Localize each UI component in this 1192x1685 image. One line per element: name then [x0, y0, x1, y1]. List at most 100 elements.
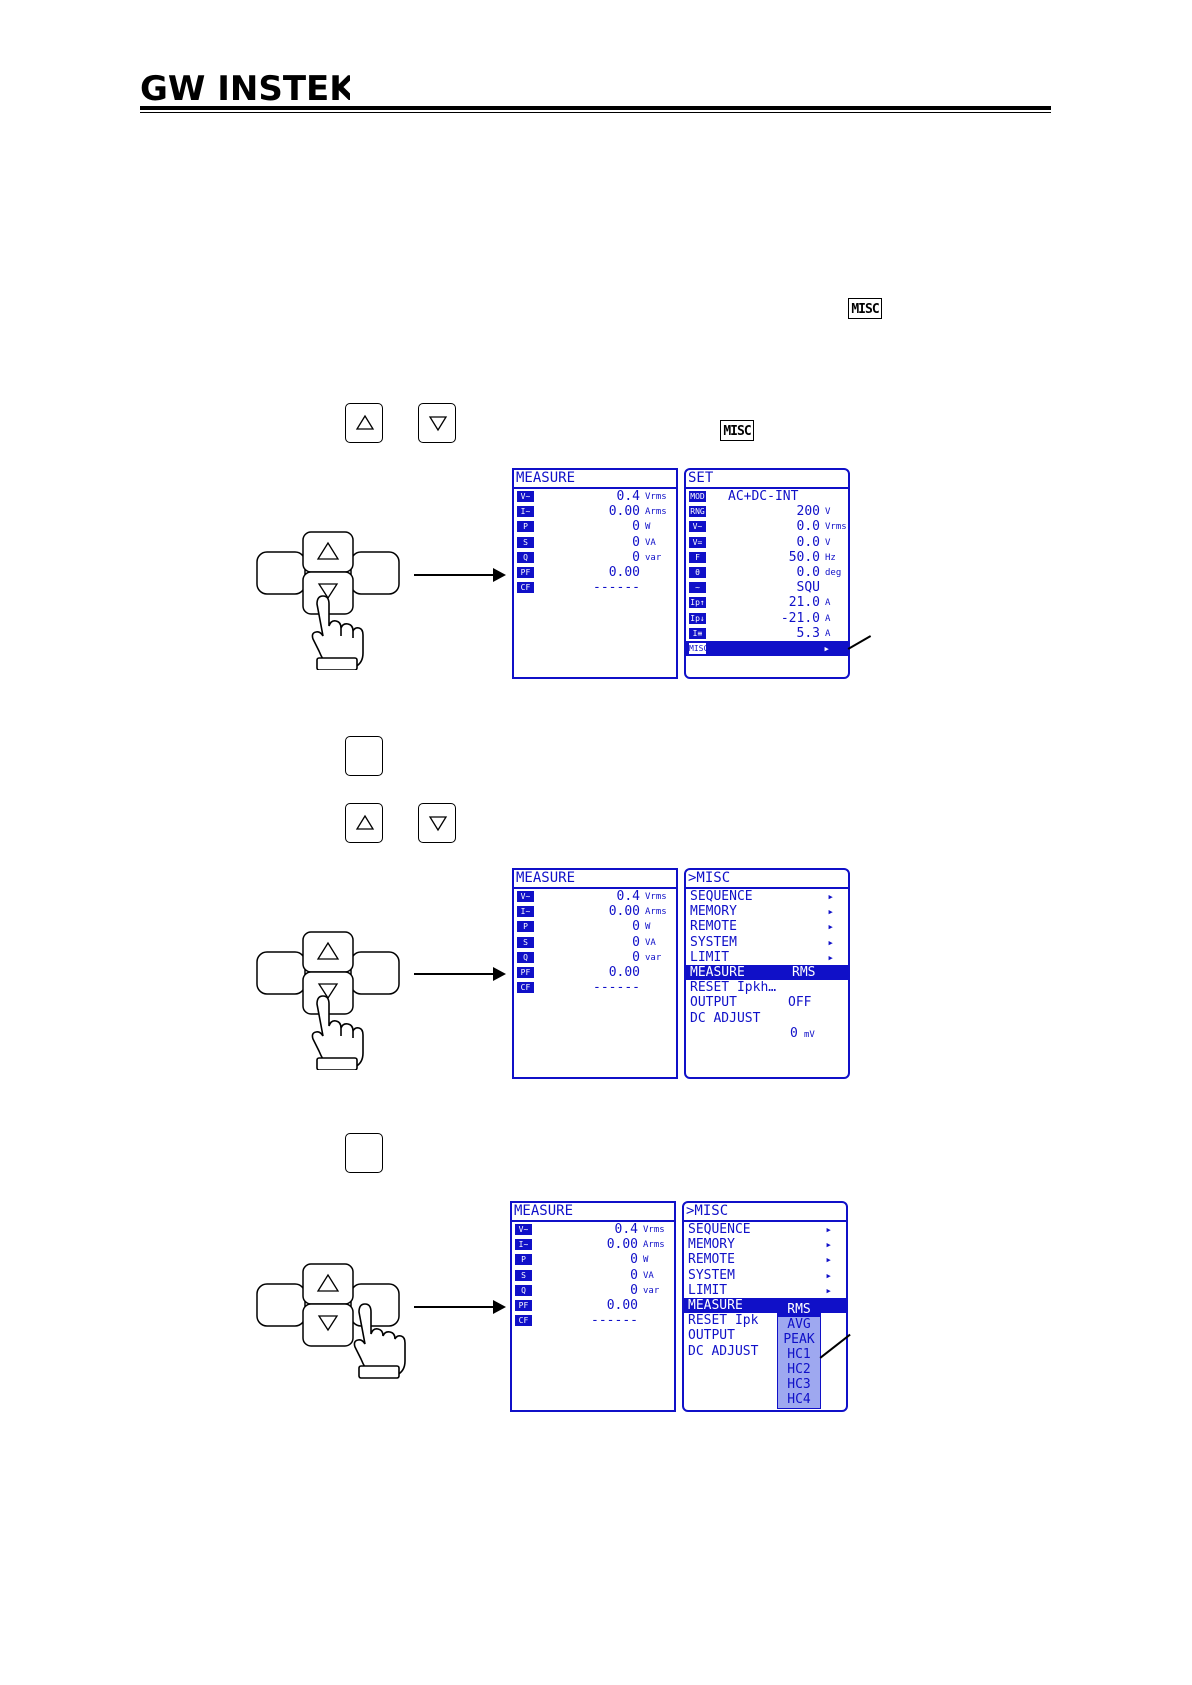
dropdown-option[interactable]: AVG	[787, 1317, 811, 1332]
measure-unit: VA	[643, 1270, 654, 1281]
misc-items: SEQUENCE ▸MEMORY▸REMOTE▸SYSTEM▸LIMIT▸	[684, 1222, 846, 1298]
measure-value: 0.00	[608, 564, 640, 580]
misc-menu-item[interactable]: SYSTEM▸	[684, 1268, 846, 1283]
chevron-right-icon: ▸	[825, 1238, 832, 1252]
arrow-right	[414, 1300, 506, 1314]
misc-menu-item[interactable]: SEQUENCE▸	[686, 889, 848, 904]
callout-line	[847, 635, 871, 650]
up-key-icon	[302, 531, 354, 573]
misc-menu-item[interactable]: REMOTE▸	[686, 919, 848, 934]
reset-row[interactable]: RESET Ipk	[684, 1313, 846, 1328]
mode-value: AC+DC-INT	[728, 489, 799, 504]
measure-tag: Q	[517, 951, 534, 963]
left-key-icon	[256, 951, 306, 995]
dropdown-option[interactable]: HC1	[787, 1347, 811, 1362]
dc-adjust-label: DC ADJUST	[690, 1010, 761, 1026]
misc-row[interactable]: MISC ▸	[686, 640, 848, 657]
up-key-icon	[345, 403, 383, 443]
misc-menu-item[interactable]: MEMORY▸	[686, 904, 848, 919]
misc-menu-item[interactable]: SEQUENCE ▸	[684, 1222, 846, 1237]
dc-adjust-row[interactable]: DC ADJUST	[686, 1011, 848, 1026]
misc-item-label: SEQUENCE	[688, 1222, 751, 1237]
set-unit: Vrms	[825, 522, 847, 533]
right-key-icon	[350, 1283, 400, 1327]
measure-tag: PF	[515, 1299, 532, 1311]
misc-menu-item[interactable]: LIMIT▸	[684, 1283, 846, 1298]
misc-icon: MISC	[848, 298, 882, 319]
set-value: 0.0	[796, 519, 820, 535]
set-tag: θ	[689, 566, 706, 578]
measure-unit: var	[645, 952, 662, 963]
chevron-right-icon: ▸	[825, 1223, 832, 1236]
right-key-icon	[350, 551, 400, 595]
misc-menu-item[interactable]: SYSTEM▸	[686, 935, 848, 950]
dropdown-option[interactable]: RMS	[778, 1302, 820, 1317]
set-value: 21.0	[788, 595, 820, 611]
dropdown-option[interactable]: HC2	[787, 1362, 811, 1377]
dropdown-option[interactable]: PEAK	[783, 1332, 815, 1347]
panel-title: SET	[686, 470, 848, 489]
measure-label: MEASURE	[688, 1297, 743, 1313]
output-label: OUTPUT	[688, 1328, 735, 1344]
misc-menu-item[interactable]: LIMIT▸	[686, 950, 848, 965]
measure-mode-row[interactable]: MEASURE	[684, 1297, 846, 1314]
misc-menu-item[interactable]: REMOTE▸	[684, 1252, 846, 1267]
measure-value: 0.00	[606, 1237, 638, 1253]
set-row[interactable]: ~SQU	[686, 580, 848, 595]
reset-row[interactable]: RESET Ipkh…	[686, 980, 848, 995]
measure-value: 0	[632, 519, 640, 535]
measure-row: CF------	[512, 1313, 674, 1328]
misc-menu-item[interactable]: MEMORY▸	[684, 1237, 846, 1252]
output-row[interactable]: OUTPUT	[684, 1328, 846, 1343]
reset-label: RESET Ipk	[688, 1313, 759, 1329]
measure-unit: Arms	[645, 907, 667, 918]
chevron-right-icon: ▸	[827, 935, 834, 949]
panel-title: >MISC	[686, 870, 848, 889]
cursor-pad-down-press	[256, 931, 400, 1070]
measure-mode-row[interactable]: MEASURE RMS	[686, 964, 848, 981]
arrow-right	[414, 967, 506, 981]
dropdown-option[interactable]: HC4	[787, 1392, 811, 1407]
measure-unit: var	[643, 1285, 660, 1296]
left-key-icon	[256, 551, 306, 595]
up-key-icon	[345, 803, 383, 843]
chevron-right-icon: ▸	[827, 905, 834, 919]
dropdown-option[interactable]: HC3	[787, 1377, 811, 1392]
output-row[interactable]: OUTPUT OFF	[686, 995, 848, 1010]
set-tag: V=	[689, 536, 706, 548]
set-value: 50.0	[788, 549, 820, 565]
measure-tag: S	[515, 1269, 532, 1281]
dc-adjust-row[interactable]: DC ADJUST	[684, 1344, 846, 1359]
set-tag: RNG	[689, 506, 706, 518]
set-row[interactable]: V~ 0.0 Vrms	[686, 519, 848, 534]
measure-tag: V~	[517, 491, 534, 502]
set-value: 0.0	[796, 564, 820, 580]
measure-value: 0	[632, 949, 640, 965]
up-key-icon	[302, 1263, 354, 1305]
measure-label: MEASURE	[690, 964, 745, 980]
measure-unit: VA	[645, 937, 656, 948]
measure-value: RMS	[792, 964, 816, 980]
set-tag: V~	[689, 521, 706, 533]
measure-tag: P	[515, 1254, 532, 1266]
set-value: 200	[796, 504, 820, 520]
measure-unit: W	[645, 522, 651, 533]
dc-adjust-label: DC ADJUST	[688, 1343, 759, 1359]
chevron-right-icon: ▸	[827, 950, 834, 964]
